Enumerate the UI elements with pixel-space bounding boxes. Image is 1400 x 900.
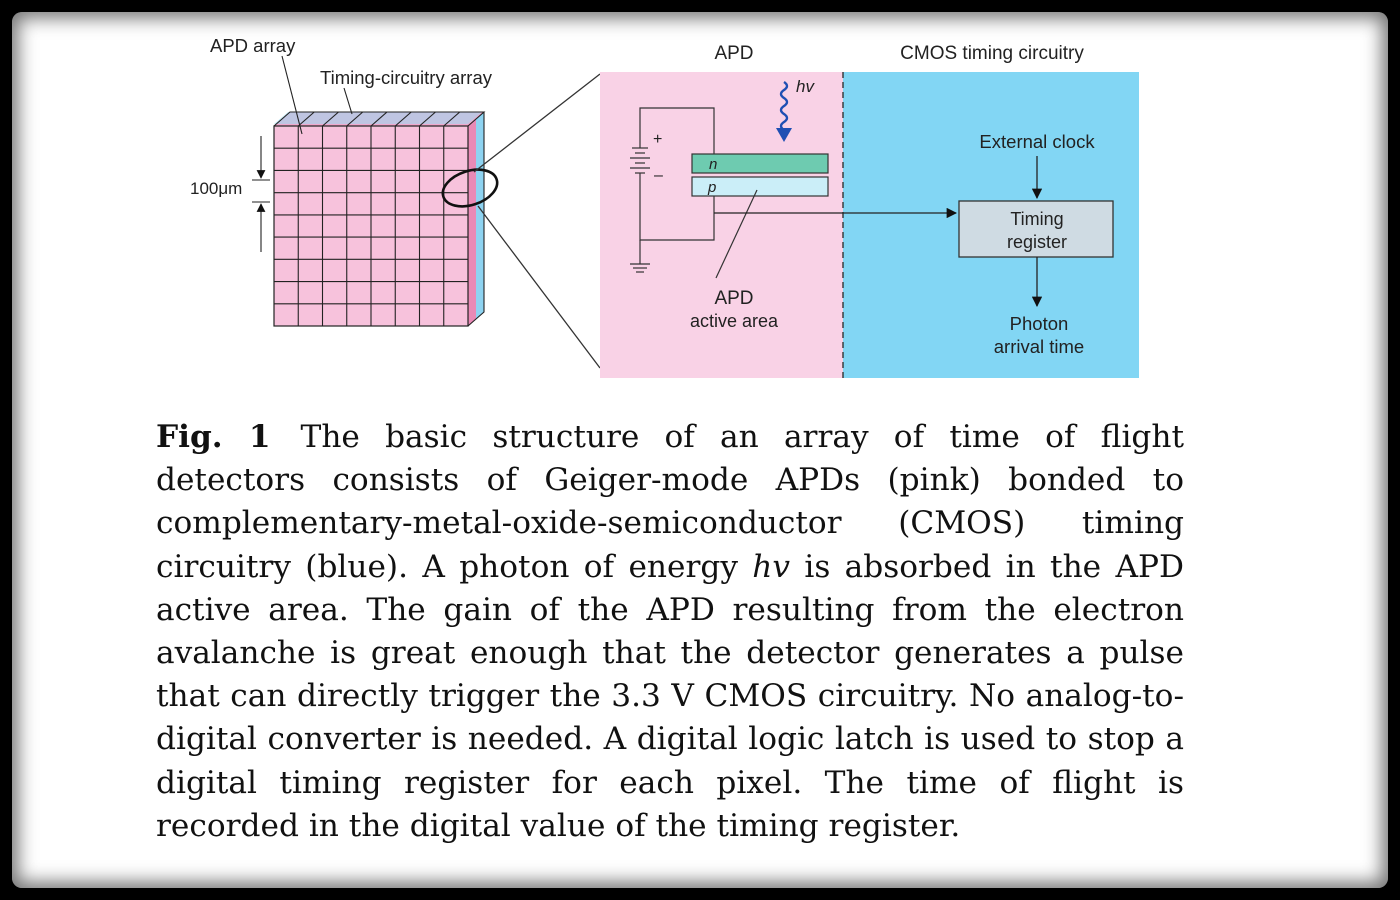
zoom-line-top: [473, 73, 601, 173]
array-top-blue: [274, 112, 482, 124]
grid-top-line: [297, 111, 315, 127]
battery-plus: +: [653, 131, 662, 148]
timing-register-label-1: Timing: [1010, 209, 1063, 229]
bias-circuit: [630, 107, 715, 273]
apd-active-label-2: active area: [690, 311, 779, 331]
photon-arrival-label-2: arrival time: [994, 336, 1084, 357]
photon-arrival-label-1: Photon: [1010, 313, 1069, 334]
apd-panel: [600, 72, 843, 378]
zoom-line-bottom: [477, 205, 601, 369]
grid-top-line: [419, 111, 436, 127]
n-layer-label: n: [709, 156, 717, 173]
apd-array-label: APD array: [210, 35, 296, 56]
grid-top-line: [394, 111, 412, 127]
photon-arrowhead: [776, 128, 792, 142]
photon-hv-label: hv: [796, 77, 815, 96]
battery-minus: –: [654, 167, 663, 184]
photon-wave: [779, 81, 789, 131]
paper-page: APD array Timing-circuitry array 100μm A…: [12, 12, 1388, 888]
caption-hv: hv: [752, 548, 790, 585]
grid-top-line: [346, 111, 364, 127]
pixel-highlight-ellipse: [441, 168, 499, 208]
caption-label: Fig. 1: [156, 419, 271, 455]
p-layer: [691, 176, 829, 197]
caption-text-1: The basic structure of an array of time …: [156, 419, 1185, 585]
p-layer-label: p: [707, 179, 716, 196]
caption-text-2: is absorbed in the APD active area. The …: [156, 548, 1184, 844]
external-clock-label: External clock: [979, 131, 1095, 152]
grid-top-line: [443, 111, 461, 127]
apd-array-figure: APD array Timing-circuitry array 100μm A…: [190, 35, 1139, 378]
array-side-blue: [476, 112, 484, 319]
grid-top-line: [322, 111, 339, 127]
timing-register-box: [958, 200, 1114, 258]
dimension-marker: [252, 136, 270, 252]
apd-header: APD: [714, 43, 753, 64]
cmos-header: CMOS timing circuitry: [900, 43, 1084, 64]
timing-register-label-2: register: [1007, 232, 1067, 252]
apd-active-label-1: APD: [714, 288, 753, 309]
array-grid: [274, 111, 468, 326]
n-layer: [691, 153, 829, 174]
apd-array-block: [273, 111, 486, 327]
grid-top-line: [370, 111, 388, 127]
dimension-label: 100μm: [190, 179, 242, 198]
timing-array-label: Timing-circuitry array: [320, 67, 493, 88]
